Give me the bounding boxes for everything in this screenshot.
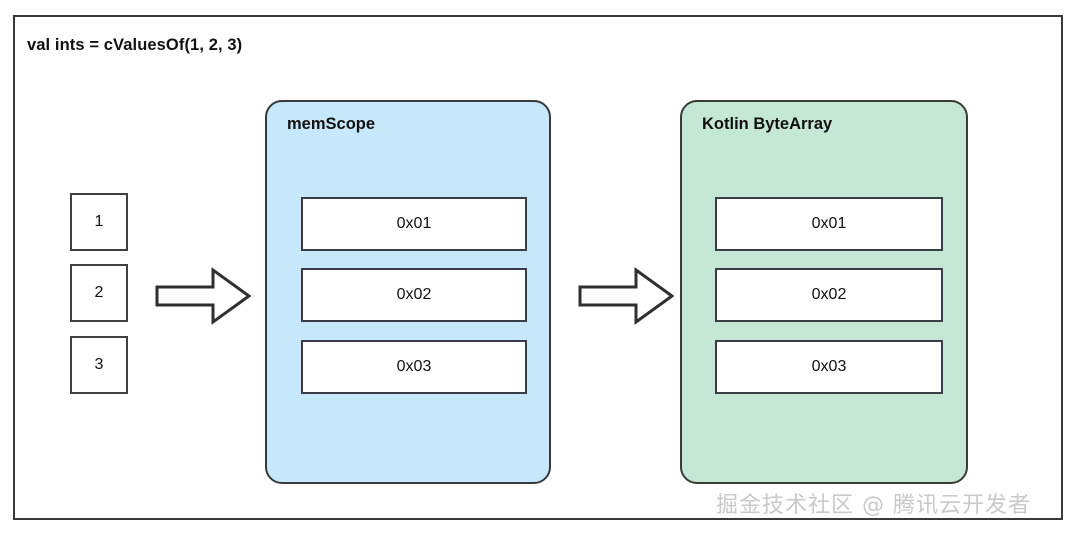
- memscope-cell-0: 0x01: [301, 197, 527, 251]
- bytearray-cell-1: 0x02: [715, 268, 943, 322]
- code-title: val ints = cValuesOf(1, 2, 3): [27, 36, 243, 54]
- bytearray-container: Kotlin ByteArray 0x01 0x02 0x03: [680, 100, 968, 484]
- watermark: 掘金技术社区 @ 腾讯云开发者: [716, 493, 1031, 518]
- memscope-container: memScope 0x01 0x02 0x03: [265, 100, 551, 484]
- input-value-box-1: 1: [70, 193, 128, 251]
- memscope-title: memScope: [287, 115, 376, 133]
- bytearray-cell-2: 0x03: [715, 340, 943, 394]
- arrow-memscope-to-bytearray-icon: [578, 265, 674, 327]
- bytearray-cell-0: 0x01: [715, 197, 943, 251]
- bytearray-cell-value: 0x02: [811, 286, 847, 303]
- memscope-cell-value: 0x01: [396, 215, 432, 232]
- input-value-box-3: 3: [70, 336, 128, 394]
- bytearray-title: Kotlin ByteArray: [702, 115, 833, 133]
- input-value-label: 3: [94, 356, 104, 373]
- bytearray-cell-value: 0x01: [811, 215, 847, 232]
- memscope-cell-value: 0x03: [396, 358, 432, 375]
- memscope-cell-value: 0x02: [396, 286, 432, 303]
- memscope-cell-1: 0x02: [301, 268, 527, 322]
- input-value-label: 1: [94, 213, 104, 230]
- bytearray-cell-value: 0x03: [811, 358, 847, 375]
- memscope-cell-2: 0x03: [301, 340, 527, 394]
- arrow-values-to-memscope-icon: [155, 265, 251, 327]
- input-value-box-2: 2: [70, 264, 128, 322]
- input-value-label: 2: [94, 284, 104, 301]
